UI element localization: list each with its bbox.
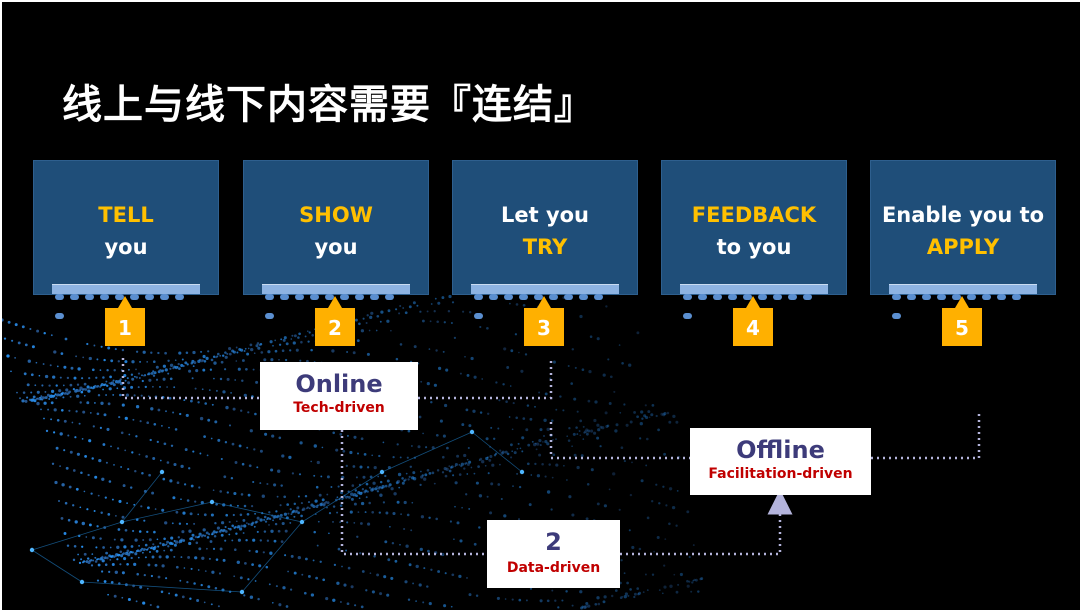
- step-badge-1: 1: [105, 296, 145, 346]
- card-2-strip: [262, 284, 410, 319]
- card-2-line-2: you: [314, 235, 358, 259]
- card-1-line-1: TELL: [98, 203, 154, 227]
- online-subtitle: Tech-driven: [293, 400, 385, 416]
- slide: 线上与线下内容需要『连结』 TELL you SHOW you Let you …: [2, 2, 1080, 610]
- connector-data-offline: [620, 489, 793, 556]
- step-badge-2: 2: [315, 296, 355, 346]
- card-2-line-1: SHOW: [299, 203, 373, 227]
- card-show: SHOW you: [243, 160, 429, 319]
- data-subtitle: Data-driven: [506, 560, 601, 576]
- step-badge-5: 5: [942, 296, 982, 346]
- particle-wave-background: [2, 291, 704, 610]
- card-1-line-2: you: [104, 235, 148, 259]
- card-5-line-1: Enable you to: [881, 203, 1045, 227]
- online-box: Online Tech-driven: [260, 362, 418, 430]
- data-title: 2: [545, 528, 562, 556]
- card-3-line-2: TRY: [522, 235, 568, 259]
- connector-1-online: [121, 358, 264, 400]
- card-4-line-1: FEEDBACK: [691, 203, 817, 227]
- offline-title: Offline: [736, 436, 825, 464]
- connector-3-offline: [549, 422, 690, 460]
- card-try: Let you TRY: [452, 160, 638, 319]
- card-apply: Enable you to APPLY: [870, 160, 1056, 319]
- connector-online-3: [418, 358, 553, 400]
- card-5-line-2: APPLY: [926, 235, 1000, 259]
- card-feedback: FEEDBACK to you: [661, 160, 847, 319]
- step-badge-3: 3: [524, 296, 564, 346]
- connector-online-data: [340, 430, 487, 556]
- offline-subtitle: Facilitation-driven: [708, 466, 853, 482]
- card-4-line-2: to you: [716, 235, 792, 259]
- step-badge-4: 4: [733, 296, 773, 346]
- card-tell: TELL you: [33, 160, 219, 319]
- slide-title: 线上与线下内容需要『连结』: [62, 82, 595, 128]
- data-box: 2 Data-driven: [487, 520, 620, 588]
- offline-box: Offline Facilitation-driven: [690, 428, 871, 495]
- dotted-connectors: [121, 358, 981, 556]
- connector-offline-5: [871, 412, 981, 460]
- card-3-line-1: Let you: [500, 203, 590, 227]
- online-title: Online: [295, 370, 383, 398]
